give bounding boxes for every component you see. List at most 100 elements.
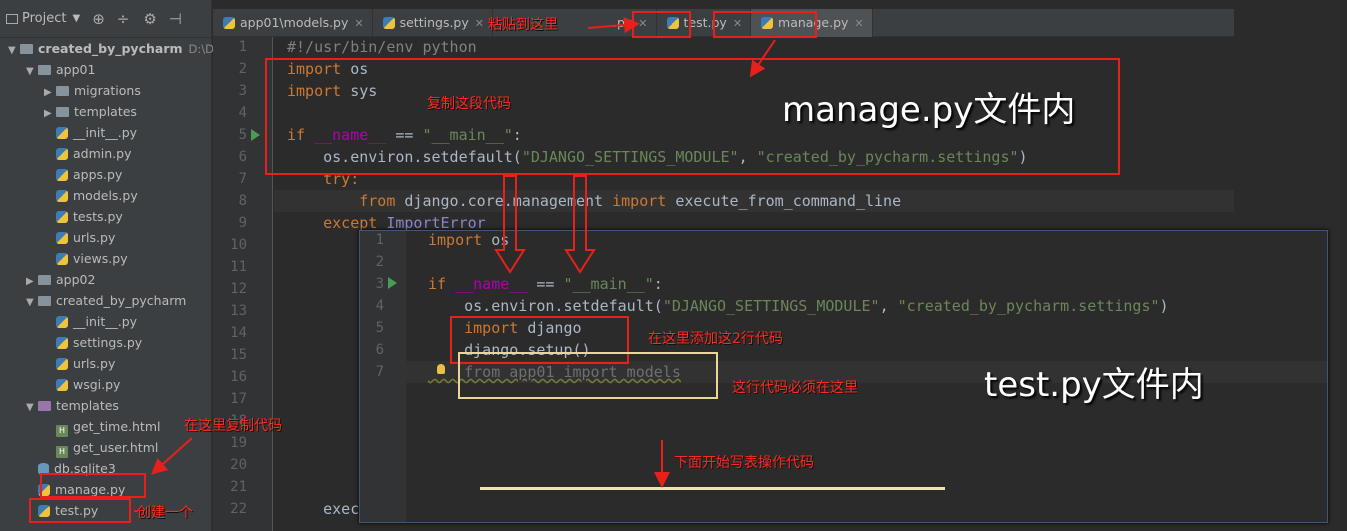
tree-item[interactable]: ▶ templates — [0, 101, 212, 122]
python-file-icon — [56, 379, 68, 391]
tree-item[interactable]: models.py — [0, 185, 212, 206]
tree-item-label: migrations — [74, 83, 141, 98]
project-view-selector[interactable]: Project — [22, 11, 67, 26]
chevron-right-icon[interactable]: ▶ — [26, 276, 34, 287]
tree-item-label: models.py — [73, 188, 138, 203]
line-number: 2 — [375, 254, 384, 270]
test-file-highlight — [29, 498, 131, 523]
tree-item-label: get_user.html — [73, 440, 159, 455]
tree-item[interactable]: apps.py — [0, 164, 212, 185]
python-file-icon — [38, 505, 50, 517]
line-number: 17 — [230, 391, 247, 407]
line-number: 6 — [238, 149, 247, 165]
line-number: 22 — [230, 501, 247, 517]
close-icon[interactable]: ✕ — [854, 17, 864, 30]
python-file-icon — [382, 17, 395, 29]
close-icon[interactable]: ✕ — [638, 17, 648, 30]
line-number: 7 — [375, 364, 384, 380]
close-icon[interactable]: ✕ — [354, 17, 364, 30]
python-file-icon — [56, 169, 68, 181]
tree-item-label: templates — [56, 398, 119, 413]
tree-item[interactable]: admin.py — [0, 143, 212, 164]
run-icon[interactable] — [388, 277, 397, 289]
tree-item-label: tests.py — [73, 209, 123, 224]
underline-marker — [480, 487, 945, 490]
tree-item[interactable]: wsgi.py — [0, 374, 212, 395]
tab-models[interactable]: app01\models.py✕ — [213, 9, 373, 37]
tab-settings[interactable]: settings.py✕ — [373, 9, 493, 37]
chevron-right-icon[interactable]: ▶ — [44, 87, 52, 98]
python-file-icon — [56, 358, 68, 370]
tree-item[interactable]: views.py — [0, 248, 212, 269]
tree-item[interactable]: __init__.py — [0, 122, 212, 143]
line-number: 20 — [230, 457, 247, 473]
tree-item[interactable]: __init__.py — [0, 311, 212, 332]
annotation-create-one: 创建一个 — [137, 505, 193, 521]
code-line-2: import os — [287, 60, 369, 78]
line-number: 4 — [238, 105, 247, 121]
tree-item[interactable]: settings.py — [0, 332, 212, 353]
test-line-7: from app01 import models — [428, 363, 681, 381]
tree-item[interactable]: test.py — [0, 500, 212, 521]
tree-item-label: test.py — [55, 503, 99, 518]
project-view-icon[interactable] — [6, 13, 18, 24]
tree-item-label: app01 — [56, 62, 96, 77]
chevron-down-icon[interactable]: ▼ — [72, 13, 81, 24]
line-number: 8 — [238, 193, 247, 209]
tree-item-label: templates — [74, 104, 137, 119]
tree-item-label: admin.py — [73, 146, 132, 161]
python-file-icon — [56, 211, 68, 223]
chevron-right-icon[interactable]: ▶ — [44, 108, 52, 119]
line-number: 15 — [230, 347, 247, 363]
python-file-icon — [223, 17, 235, 29]
collapse-icon[interactable]: ÷ — [116, 9, 130, 28]
close-icon[interactable]: ✕ — [474, 17, 484, 30]
arrow-down-2 — [564, 175, 596, 274]
annotation-add-two-lines: 在这里添加这2行代码 — [648, 331, 783, 347]
line-number: 3 — [238, 83, 247, 99]
arrow-manage-file — [151, 437, 193, 475]
tree-item[interactable]: ▼ templates — [0, 395, 212, 416]
line-number: 14 — [230, 325, 247, 341]
tab-manage[interactable]: manage.py✕ — [751, 9, 873, 37]
close-icon[interactable]: ✕ — [732, 17, 743, 30]
run-icon[interactable] — [251, 129, 260, 141]
tree-item[interactable]: ▶ migrations — [0, 80, 212, 101]
line-number: 13 — [230, 303, 247, 319]
gear-icon[interactable]: ⚙ — [143, 9, 157, 28]
tree-item-label: get_time.html — [73, 419, 161, 434]
chevron-down-icon[interactable]: ▼ — [26, 297, 34, 308]
tree-item[interactable]: ▶app02 — [0, 269, 212, 290]
tree-item-label: manage.py — [55, 482, 126, 497]
tree-item[interactable]: ▼ app01 — [0, 59, 212, 80]
line-number: 7 — [238, 171, 247, 187]
tree-item-label: urls.py — [73, 356, 116, 371]
folder-icon — [38, 401, 51, 411]
line-number: 11 — [230, 259, 247, 275]
chevron-down-icon[interactable]: ▼ — [26, 402, 34, 413]
chevron-down-icon[interactable]: ▼ — [8, 45, 16, 56]
locate-icon[interactable]: ⊕ — [92, 9, 105, 28]
lightbulb-icon[interactable] — [437, 364, 445, 374]
folder-icon — [20, 44, 33, 54]
manage-tab-highlight — [713, 11, 817, 38]
folder-icon — [56, 86, 69, 96]
tree-item[interactable]: urls.py — [0, 227, 212, 248]
code-line-6: os.environ.setdefault("DJANGO_SETTINGS_M… — [287, 148, 1028, 166]
tree-item[interactable]: db.sqlite3 — [0, 458, 212, 479]
line-number: 3 — [375, 276, 384, 292]
tree-item[interactable]: urls.py — [0, 353, 212, 374]
annotation-manage-label: manage.py文件内 — [782, 90, 1076, 130]
code-line-9: except ImportError — [287, 214, 486, 232]
line-number: 10 — [230, 237, 247, 253]
chevron-down-icon[interactable]: ▼ — [26, 66, 34, 77]
tree-item[interactable]: tests.py — [0, 206, 212, 227]
hide-icon[interactable]: ⊣ — [168, 9, 182, 28]
html-file-icon: H — [56, 446, 68, 458]
tab-test[interactable]: test.py✕ — [657, 9, 752, 37]
tree-item[interactable]: ▼created_by_pycharm — [0, 290, 212, 311]
